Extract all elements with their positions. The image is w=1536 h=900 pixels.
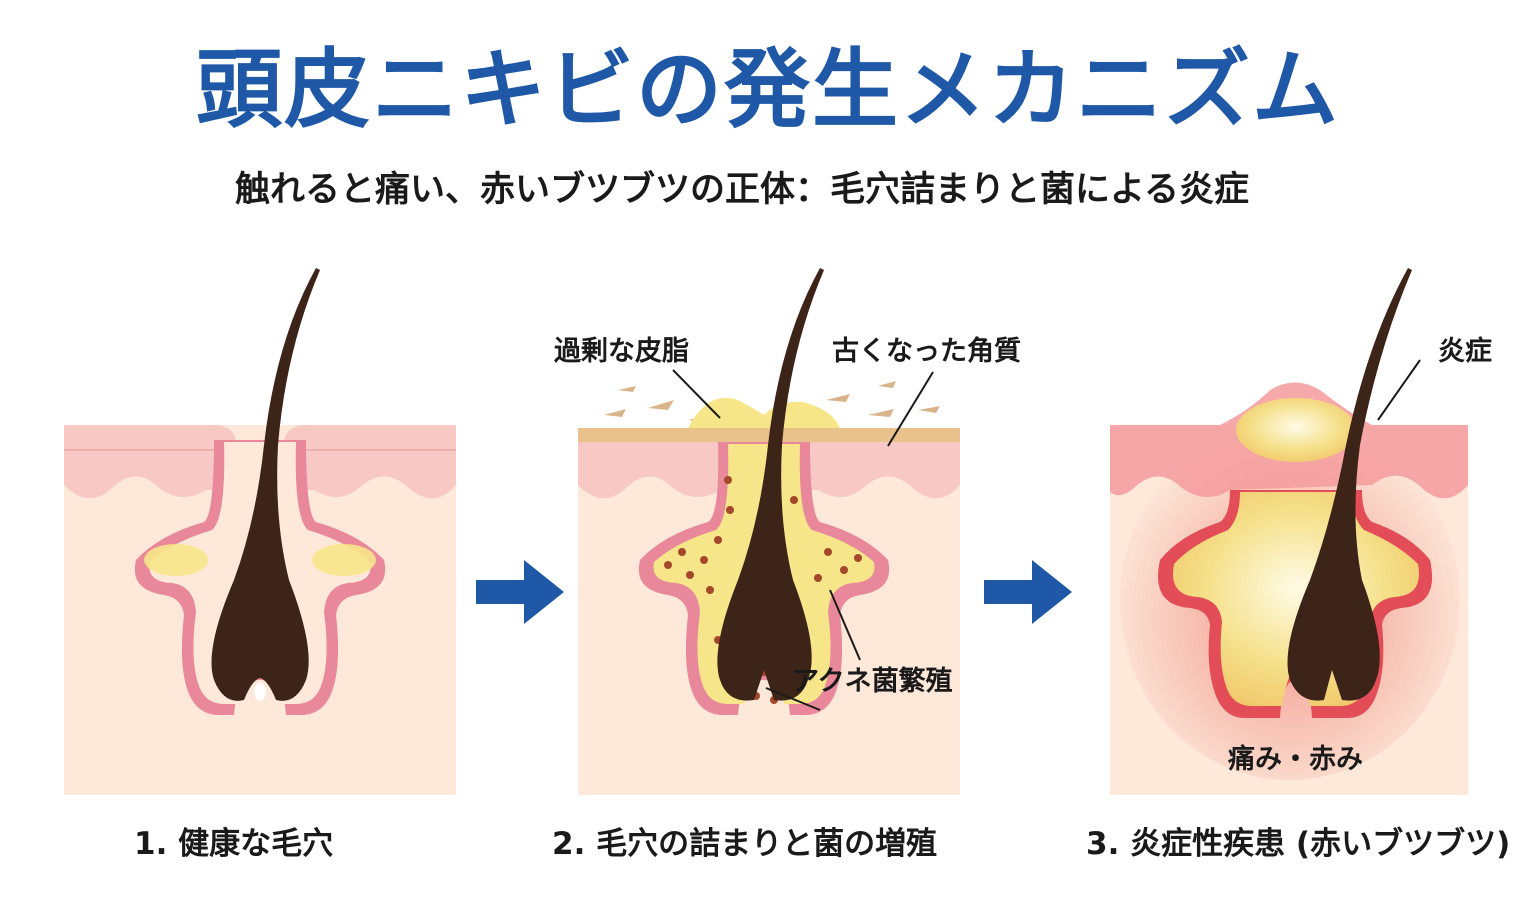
sebaceous-gland-left xyxy=(144,544,208,576)
right-arrow-icon xyxy=(476,560,564,624)
caption-step-2: 2. 毛穴の詰まりと菌の増殖 xyxy=(552,826,938,862)
inflamed-pore-illustration xyxy=(1110,268,1468,795)
hair-shaft xyxy=(211,268,320,701)
keratin-layer xyxy=(578,428,960,442)
panel-inflamed-pore: 炎症 痛み・赤み xyxy=(1110,260,1492,800)
page-subtitle: 触れると痛い、赤いブツブツの正体：毛穴詰まりと菌による炎症 xyxy=(235,170,1249,210)
hair-papilla xyxy=(254,683,266,701)
pus-bump xyxy=(1236,398,1356,462)
panel-clogged-pore: 過剰な皮脂 古くなった角質 アクネ菌繁殖 xyxy=(554,260,1021,800)
hair-shaft xyxy=(1287,268,1412,701)
label-pain-redness: 痛み・赤み xyxy=(1228,744,1363,775)
label-bacteria-growth: アクネ菌繁殖 xyxy=(792,666,953,697)
right-arrow-icon xyxy=(984,560,1072,624)
page-title: 頭皮ニキビの発生メカニズム xyxy=(196,40,1340,140)
label-leader-lines xyxy=(672,369,934,711)
clogged-pore-illustration xyxy=(578,268,960,795)
sebaceous-gland-right xyxy=(312,544,376,576)
healthy-pore-illustration xyxy=(64,268,456,795)
sebum-plug xyxy=(688,397,840,428)
caption-step-3: 3. 炎症性疾患 (赤いブツブツ) xyxy=(1086,826,1511,862)
panel-healthy-pore xyxy=(64,260,456,800)
label-inflammation: 炎症 xyxy=(1438,336,1492,367)
label-excess-sebum: 過剰な皮脂 xyxy=(554,336,689,367)
hair-shaft xyxy=(717,268,824,701)
label-leader-line xyxy=(1377,359,1421,421)
label-old-keratin: 古くなった角質 xyxy=(832,336,1021,367)
caption-step-1: 1. 健康な毛穴 xyxy=(134,826,334,862)
